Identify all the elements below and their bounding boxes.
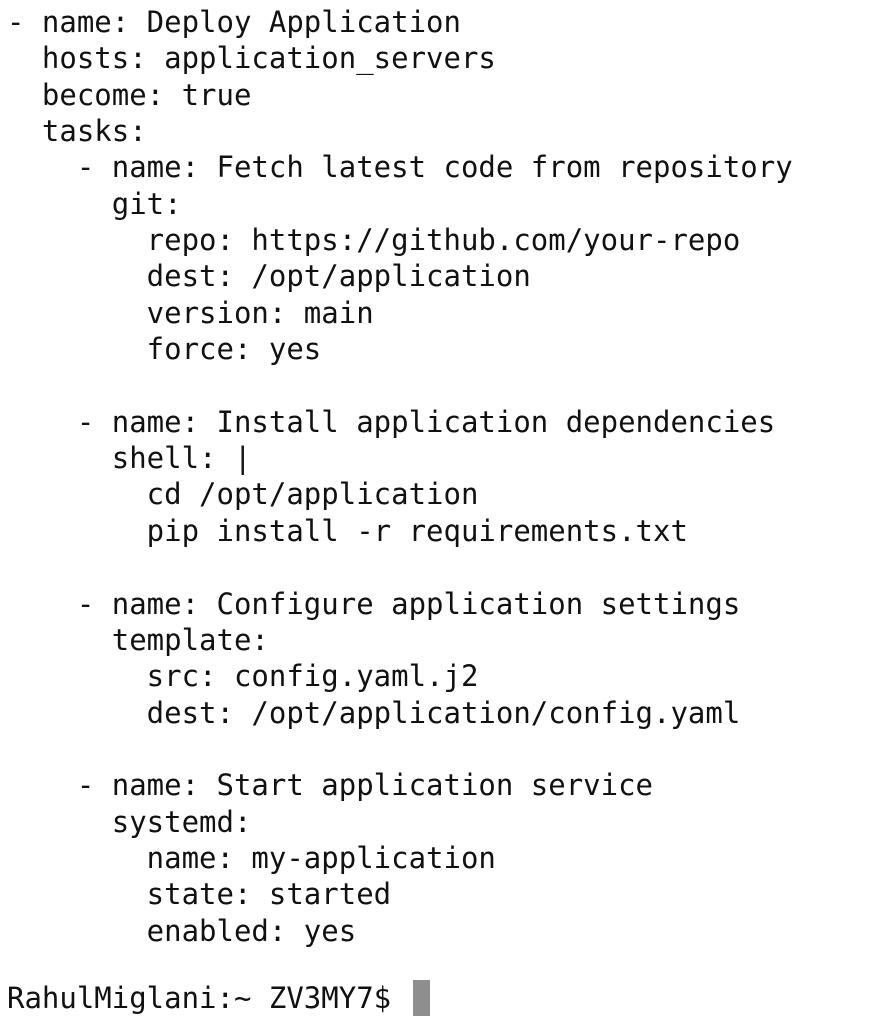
terminal-line: src: config.yaml.j2 <box>7 659 479 694</box>
text-cursor <box>412 980 430 1017</box>
terminal-line <box>7 731 884 767</box>
terminal-line: cd /opt/application <box>7 477 479 512</box>
command-prompt-line[interactable]: RahulMiglani:~ ZV3MY7$ <box>7 980 430 1017</box>
terminal-line: state: started <box>7 877 392 912</box>
terminal-line: - name: Start application service <box>7 768 654 803</box>
terminal-line <box>7 549 884 585</box>
terminal-line: - name: Install application dependencies <box>7 404 776 439</box>
terminal-line: repo: https://github.com/your-repo <box>7 223 741 258</box>
terminal-line: enabled: yes <box>7 913 357 948</box>
terminal-line: dest: /opt/application <box>7 259 531 294</box>
terminal-line: dest: /opt/application/config.yaml <box>7 695 741 730</box>
terminal-line: hosts: application_servers <box>7 41 496 76</box>
terminal-line <box>7 367 884 403</box>
terminal-line: systemd: <box>7 804 252 839</box>
terminal-line: template: <box>7 622 269 657</box>
terminal-line: git: <box>7 186 182 221</box>
terminal-line: name: my-application <box>7 840 496 875</box>
terminal-line: force: yes <box>7 332 322 367</box>
shell-prompt: RahulMiglani:~ ZV3MY7$ <box>7 981 409 1015</box>
terminal-line: - name: Fetch latest code from repositor… <box>7 150 793 185</box>
terminal-line: - name: Deploy Application <box>7 5 461 39</box>
terminal-line: - name: Configure application settings <box>7 586 741 621</box>
terminal-line: become: true <box>7 77 252 112</box>
terminal-line: tasks: <box>7 114 147 149</box>
terminal-line: pip install -r requirements.txt <box>7 513 688 548</box>
terminal-line: shell: | <box>7 441 252 476</box>
terminal-output: - name: Deploy Application hosts: applic… <box>7 4 884 949</box>
terminal-line: version: main <box>7 295 374 330</box>
